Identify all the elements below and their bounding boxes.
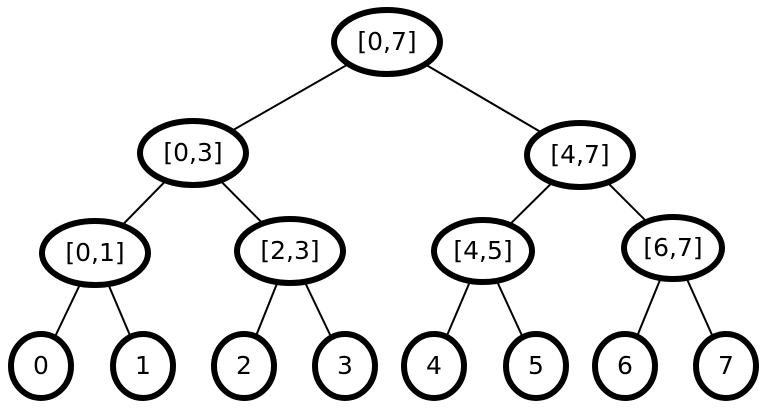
node-label: 0	[33, 351, 49, 380]
node-label: [0,7]	[357, 27, 416, 56]
node-label: [0,1]	[65, 238, 124, 267]
node-label: 1	[135, 351, 151, 380]
node-ellipse	[401, 331, 467, 401]
range-node-n03: [0,3]	[137, 118, 249, 188]
range-node-n67: [6,7]	[621, 214, 725, 282]
tree-edges	[40, 41, 727, 367]
node-ellipse	[234, 216, 346, 286]
leaf-node-l4: 4	[401, 331, 467, 401]
node-ellipse	[331, 7, 443, 77]
node-ellipse	[503, 331, 569, 401]
node-label: [6,7]	[643, 233, 702, 262]
range-node-n23: [2,3]	[234, 216, 346, 286]
node-ellipse	[693, 331, 759, 401]
leaf-node-l2: 2	[211, 331, 277, 401]
node-ellipse	[312, 331, 378, 401]
node-ellipse	[211, 331, 277, 401]
node-label: 3	[337, 351, 353, 380]
node-ellipse	[621, 214, 725, 282]
node-ellipse	[431, 217, 535, 285]
node-ellipse	[137, 118, 249, 188]
leaf-node-l5: 5	[503, 331, 569, 401]
node-label: [2,3]	[260, 236, 319, 265]
range-node-n47: [4,7]	[524, 120, 636, 190]
range-node-n45: [4,5]	[431, 217, 535, 285]
node-label: 4	[426, 351, 442, 380]
node-label: 7	[718, 351, 734, 380]
range-node-n01: [0,1]	[39, 218, 151, 288]
node-ellipse	[524, 120, 636, 190]
node-label: 5	[528, 351, 544, 380]
node-ellipse	[110, 331, 176, 401]
node-ellipse	[592, 331, 658, 401]
tree-nodes: [0,7] [0,3] [4,7] [0,1] [2,3] [4,5] [6,7] 0 1 2 3 4…	[8, 7, 759, 401]
node-ellipse	[39, 218, 151, 288]
node-label: [4,7]	[550, 140, 609, 169]
node-label: [4,5]	[453, 236, 512, 265]
leaf-node-l0: 0	[8, 331, 74, 401]
leaf-node-l6: 6	[592, 331, 658, 401]
leaf-node-l3: 3	[312, 331, 378, 401]
leaf-node-l7: 7	[693, 331, 759, 401]
node-ellipse	[8, 331, 74, 401]
node-label: 2	[236, 351, 252, 380]
node-label: 6	[617, 351, 633, 380]
range-node-n07: [0,7]	[331, 7, 443, 77]
leaf-node-l1: 1	[110, 331, 176, 401]
node-label: [0,3]	[163, 138, 222, 167]
